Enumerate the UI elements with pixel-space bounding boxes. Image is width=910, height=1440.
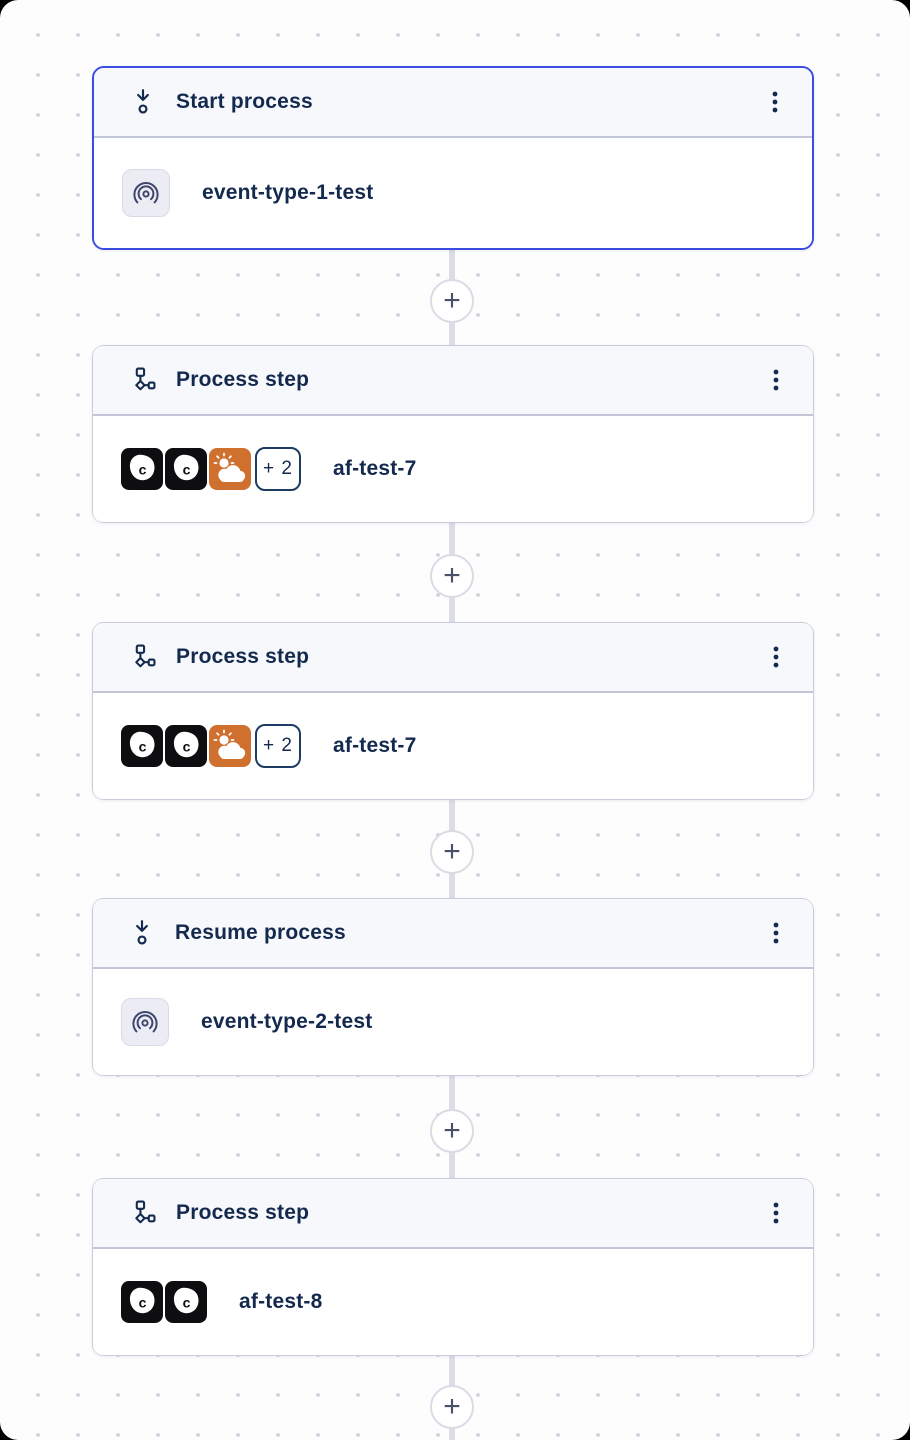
broadcast-radar-icon — [122, 169, 170, 217]
app-icon-stack: c c — [121, 1281, 207, 1323]
svg-text:c: c — [183, 1295, 191, 1311]
kebab-menu-icon — [773, 646, 779, 668]
node-menu-button[interactable] — [767, 1196, 785, 1230]
node-title: Resume process — [175, 921, 346, 944]
c-logo-icon: c — [121, 725, 163, 767]
step-label: af-test-7 — [333, 457, 417, 480]
kebab-menu-icon — [773, 1202, 779, 1224]
node-title: Process step — [176, 368, 310, 391]
c-logo-icon: c — [121, 448, 163, 490]
app-icon-stack: c c + 2 — [121, 724, 301, 768]
more-apps-badge: + 2 — [255, 447, 301, 491]
kebab-menu-icon — [772, 91, 778, 113]
step-label: af-test-7 — [333, 734, 417, 757]
node-body[interactable]: c c af-test-8 — [93, 1249, 813, 1355]
add-step-button[interactable]: + — [430, 554, 474, 598]
node-menu-button[interactable] — [767, 916, 785, 950]
add-step-button[interactable]: + — [430, 830, 474, 874]
node-body[interactable]: c c + 2 af-test-7 — [93, 693, 813, 799]
workflow-branch-icon — [129, 367, 156, 394]
node-menu-button[interactable] — [766, 85, 784, 119]
event-type-label: event-type-1-test — [202, 181, 374, 204]
sun-cloud-weather-icon — [209, 448, 251, 490]
node-resume-process[interactable]: Resume process event-type-2-test — [92, 898, 814, 1076]
more-apps-badge: + 2 — [255, 724, 301, 768]
c-logo-icon: c — [165, 448, 207, 490]
arrow-down-to-circle-icon — [130, 88, 156, 116]
step-label: af-test-8 — [239, 1290, 323, 1313]
kebab-menu-icon — [773, 369, 779, 391]
svg-text:c: c — [139, 462, 147, 478]
kebab-menu-icon — [773, 922, 779, 944]
node-header: Process step — [93, 346, 813, 416]
event-type-label: event-type-2-test — [201, 1010, 373, 1033]
node-body[interactable]: event-type-2-test — [93, 969, 813, 1075]
node-title: Start process — [176, 90, 313, 113]
broadcast-radar-icon — [121, 998, 169, 1046]
node-menu-button[interactable] — [767, 640, 785, 674]
workflow-branch-icon — [129, 644, 156, 671]
c-logo-icon: c — [121, 1281, 163, 1323]
node-header: Resume process — [93, 899, 813, 969]
node-header: Start process — [94, 68, 812, 138]
node-start-process[interactable]: Start process event-type-1-test — [92, 66, 814, 250]
node-process-step[interactable]: Process step c c — [92, 622, 814, 800]
svg-text:c: c — [139, 739, 147, 755]
node-menu-button[interactable] — [767, 363, 785, 397]
node-title: Process step — [176, 645, 310, 668]
arrow-down-to-circle-icon — [129, 919, 155, 947]
add-step-button[interactable]: + — [430, 1385, 474, 1429]
c-logo-icon: c — [165, 1281, 207, 1323]
add-step-button[interactable]: + — [430, 279, 474, 323]
node-header: Process step — [93, 623, 813, 693]
node-process-step[interactable]: Process step c c af-test-8 — [92, 1178, 814, 1356]
node-title: Process step — [176, 1201, 310, 1224]
app-icon-stack: c c + 2 — [121, 447, 301, 491]
svg-text:c: c — [183, 739, 191, 755]
workflow-branch-icon — [129, 1200, 156, 1227]
sun-cloud-weather-icon — [209, 725, 251, 767]
node-header: Process step — [93, 1179, 813, 1249]
node-body[interactable]: event-type-1-test — [94, 138, 812, 248]
c-logo-icon: c — [165, 725, 207, 767]
node-process-step[interactable]: Process step c c — [92, 345, 814, 523]
add-step-button[interactable]: + — [430, 1109, 474, 1153]
node-body[interactable]: c c + 2 af-test-7 — [93, 416, 813, 522]
svg-text:c: c — [139, 1295, 147, 1311]
svg-text:c: c — [183, 462, 191, 478]
